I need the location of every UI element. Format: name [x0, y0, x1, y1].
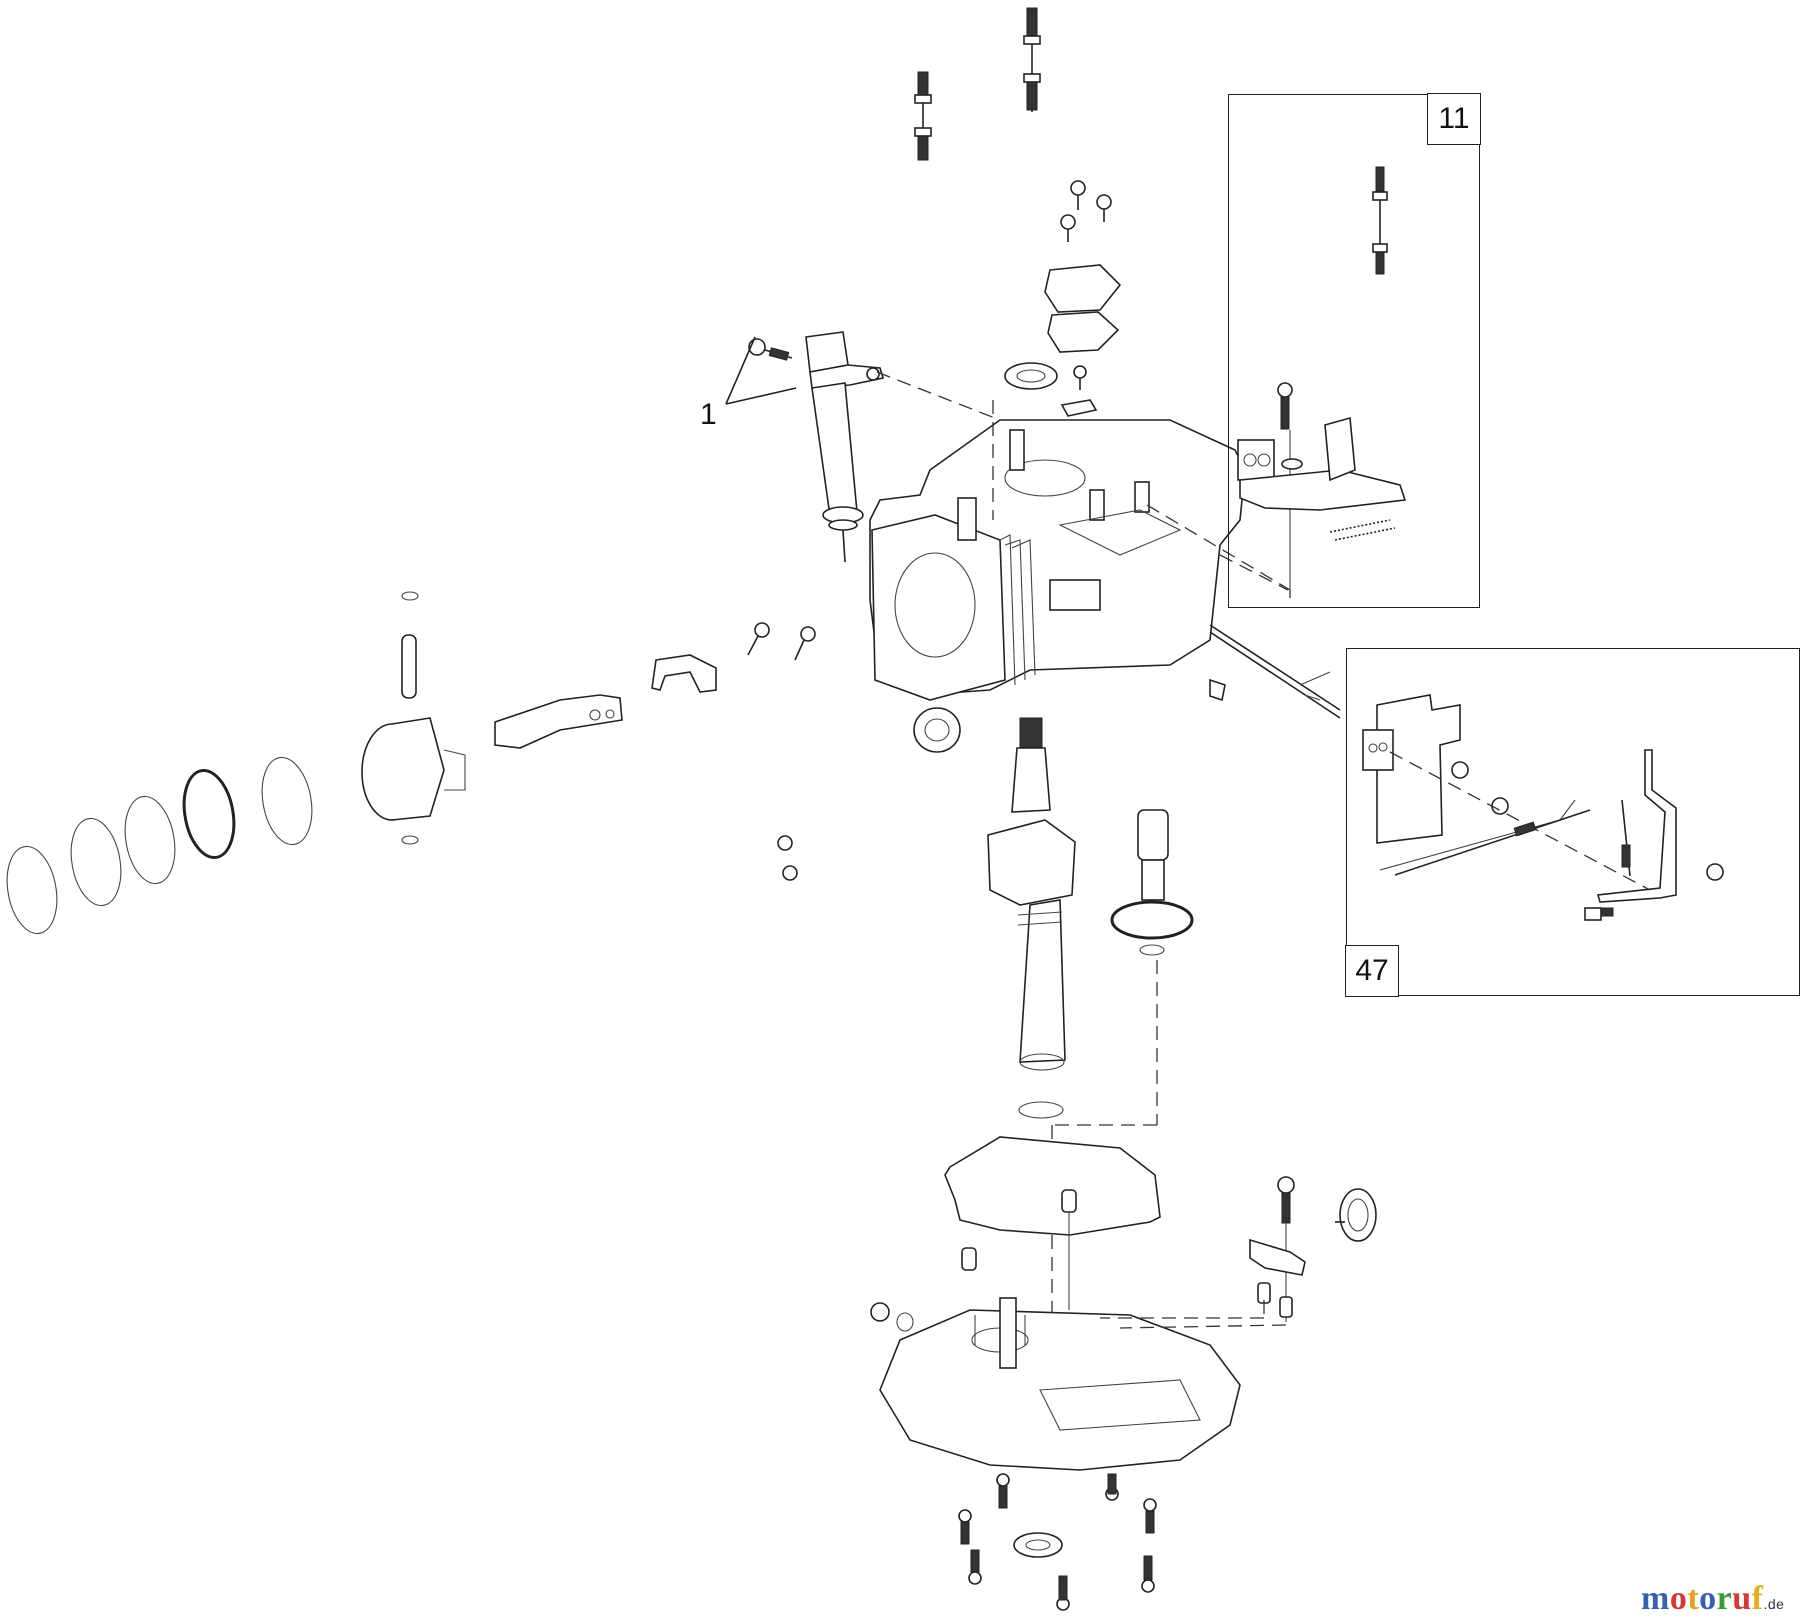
crank-washer — [1018, 1101, 1064, 1119]
crankshaft — [987, 717, 1076, 1071]
pin-clip-bottom — [401, 835, 419, 845]
governor-gear — [1335, 1188, 1377, 1242]
breather-cover — [1044, 264, 1122, 313]
rod-bolts — [747, 622, 816, 661]
dowel-pin — [1061, 1189, 1077, 1213]
dowel-pin — [961, 1247, 977, 1271]
piston-pin — [401, 634, 417, 699]
governor-sleeve — [1279, 1296, 1293, 1318]
piston — [361, 717, 466, 821]
small-plug — [782, 865, 798, 881]
sump-cover — [879, 1297, 1241, 1471]
dipstick-tube — [748, 331, 885, 563]
cover-bolts — [1060, 180, 1112, 242]
inset-11-label: 11 — [1427, 93, 1481, 145]
brand-watermark: motoruf.de — [1641, 1580, 1784, 1618]
oil-seal-side — [913, 707, 961, 753]
sump-bolts — [958, 1473, 1157, 1611]
inset-11-frame: 11 — [1228, 93, 1481, 608]
pin-clip-top — [401, 591, 419, 601]
drain-plug — [870, 1302, 890, 1322]
oil-seal-bottom — [1013, 1532, 1063, 1558]
callout-1-leader — [725, 336, 797, 405]
brand-letter: m — [1641, 1580, 1670, 1617]
small-plug — [777, 835, 793, 851]
inset-11-parts — [1237, 166, 1407, 595]
governor-bracket — [1249, 1238, 1306, 1276]
cylinder-block — [869, 419, 1246, 701]
sump-gasket — [944, 1136, 1161, 1236]
stud-bolt-top-right — [1023, 7, 1041, 112]
connecting-rod — [494, 694, 623, 749]
camshaft — [1110, 809, 1194, 956]
brand-letter: o — [1699, 1580, 1717, 1617]
rod-cap — [651, 654, 717, 693]
callout-1-label: 1 — [700, 398, 717, 431]
inset-47-parts — [1362, 694, 1724, 921]
brand-tld: .de — [1763, 1596, 1785, 1612]
breather-gasket — [1047, 311, 1120, 353]
brand-letter: f — [1751, 1580, 1764, 1617]
inset-47-label: 47 — [1345, 945, 1399, 997]
stud-bolt-top-left — [914, 71, 932, 161]
brand-letter: r — [1716, 1580, 1733, 1617]
inset-47-frame: 47 — [1345, 648, 1800, 997]
piston-rings — [6, 756, 313, 935]
brand-letter: u — [1732, 1580, 1752, 1617]
brand-letter: t — [1687, 1580, 1700, 1617]
oil-seal-top — [1004, 362, 1058, 390]
brand-letter: o — [1669, 1580, 1688, 1617]
